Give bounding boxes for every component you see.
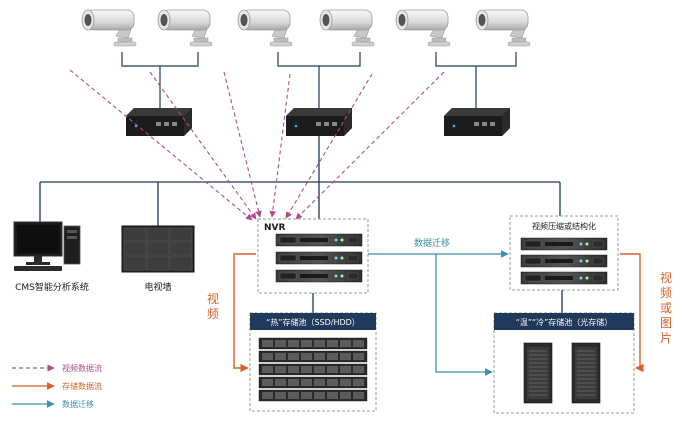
encoder-1 — [126, 108, 192, 136]
hot-storage-pool — [249, 312, 377, 412]
video-data-flows — [69, 69, 445, 221]
encoder-3 — [444, 108, 510, 136]
camera-wiring — [121, 52, 517, 108]
nvr-label: NVR — [264, 223, 285, 233]
camera-3 — [237, 9, 293, 47]
network-backbone — [39, 136, 561, 226]
encoder-2 — [286, 108, 352, 136]
video-label-right-text: 视频或图片 — [660, 270, 672, 345]
video-label-left-text: 视频 — [207, 291, 219, 321]
camera-6 — [475, 9, 531, 47]
legend-video-label: 视频数据流 — [62, 363, 102, 373]
cms-workstation — [13, 221, 81, 271]
legend: 视频数据流 存储数据流 数据迁移 — [12, 363, 102, 409]
camera-1 — [81, 9, 137, 47]
video-label-left: 视频 — [207, 291, 219, 321]
compression-box — [509, 215, 619, 291]
cold-pool-label: “温”“冷”存储池（光存储） — [516, 317, 613, 327]
tv-wall — [121, 225, 195, 273]
nvr-box — [257, 218, 369, 294]
hot-pool-label: “热”存储池（SSD/HDD） — [266, 317, 360, 327]
storage-flow-right — [620, 253, 644, 373]
data-migration-flows — [368, 250, 509, 376]
legend-migration-label: 数据迁移 — [62, 399, 94, 409]
compression-label: 视频压缩或结构化 — [532, 221, 596, 231]
legend-storage-label: 存储数据流 — [62, 381, 102, 391]
migration-label: 数据迁移 — [414, 237, 450, 249]
video-label-right: 视频或图片 — [660, 270, 672, 345]
camera-5 — [395, 9, 451, 47]
camera-2 — [157, 9, 213, 47]
tv-wall-label: 电视墙 — [144, 281, 171, 293]
cms-label: CMS智能分析系统 — [15, 281, 89, 293]
cold-storage-pool — [493, 312, 635, 414]
camera-4 — [319, 9, 375, 47]
storage-flow-left — [233, 253, 256, 373]
